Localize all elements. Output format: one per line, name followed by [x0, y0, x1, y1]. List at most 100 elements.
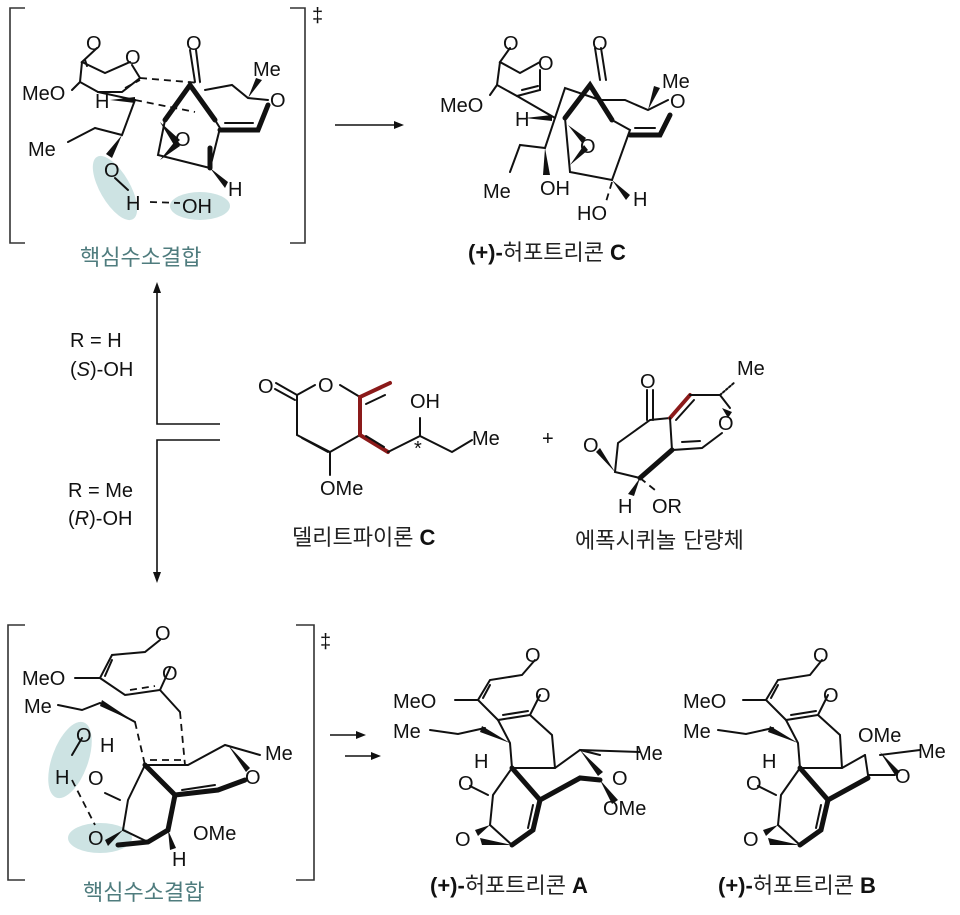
partial-bond	[129, 685, 156, 691]
bond	[115, 792, 178, 848]
atom-label: O	[583, 435, 599, 457]
atom-label: O	[162, 663, 178, 685]
arrow-up	[156, 290, 220, 425]
bond	[489, 824, 513, 846]
atom-label: O	[746, 773, 762, 795]
atom-label: OMe	[193, 823, 236, 845]
atom-label: O	[580, 136, 596, 158]
condition-r-me: R = Me	[68, 480, 133, 502]
atom-label: MeO	[683, 691, 726, 713]
bond	[217, 102, 271, 133]
bond	[204, 83, 269, 101]
epoxyquinol-monomer: Me O O O H OR 에폭시퀴놀 단량체	[575, 358, 765, 554]
wedge-bond	[612, 180, 630, 200]
bond	[564, 117, 632, 182]
bond	[296, 394, 361, 454]
bond	[144, 743, 261, 766]
arrows-to-products-ab	[330, 731, 381, 760]
bond	[365, 435, 385, 448]
atom-label: MeO	[440, 95, 483, 117]
wedge-bond	[228, 745, 250, 772]
stereocenter-star: *	[414, 438, 422, 460]
bond	[489, 84, 498, 96]
atom-label: OH	[182, 196, 212, 218]
atom-label: H	[100, 735, 114, 757]
hydrogen-bond	[149, 201, 181, 204]
bond	[142, 762, 248, 798]
atom-label: O	[718, 413, 734, 435]
bond	[162, 80, 218, 123]
bond	[613, 419, 651, 479]
dagger-symbol: ‡	[312, 5, 323, 27]
atom-label: OH	[540, 178, 570, 200]
bracket-right	[290, 7, 306, 244]
bond	[797, 765, 871, 804]
bond	[529, 714, 556, 769]
atom-label: O	[125, 47, 141, 69]
atom-label: OR	[652, 496, 682, 518]
bond	[181, 784, 216, 791]
bond	[189, 49, 196, 83]
atom-label: O	[76, 725, 92, 747]
hbond-label: 핵심수소결합	[80, 246, 201, 271]
bond	[84, 59, 88, 67]
bond	[637, 447, 675, 481]
forming-bond	[134, 721, 146, 766]
wedge-bond	[722, 408, 732, 418]
atom-label: H	[55, 767, 69, 789]
arrow-to-product-c	[335, 121, 404, 129]
bond	[627, 112, 673, 138]
condition-r-h: R = H	[70, 330, 122, 352]
atom-label: O	[186, 33, 202, 55]
atom-label: HO	[577, 203, 607, 225]
wedge-bond	[596, 448, 615, 472]
arrow-down	[156, 439, 220, 575]
bond	[114, 177, 129, 191]
bond	[509, 765, 603, 804]
diene-highlight	[358, 381, 392, 399]
hydrogen-bond	[71, 779, 96, 826]
bond	[521, 85, 539, 91]
wedge-bond	[475, 825, 490, 836]
wedge-bond	[480, 838, 512, 845]
condition-r-oh: (R)-OH	[68, 508, 132, 530]
bond	[579, 749, 641, 753]
arrowhead-down	[153, 572, 161, 583]
wedge-bond	[525, 115, 552, 121]
bond	[770, 684, 779, 699]
bond	[497, 719, 601, 769]
wedge-bond	[480, 726, 510, 743]
atom-label: O	[743, 829, 759, 851]
wedge-bond	[106, 135, 122, 158]
hbond-label: 핵심수소결합	[83, 881, 204, 906]
wedge-bond	[880, 752, 900, 775]
bond	[527, 804, 534, 829]
bond	[387, 434, 473, 454]
atom-label: H	[95, 91, 109, 113]
atom-label: O	[458, 773, 474, 795]
bond	[562, 80, 615, 123]
bond	[489, 767, 513, 826]
atom-label: H	[762, 751, 776, 773]
atom-label: Me	[683, 721, 711, 743]
atom-label: O	[318, 375, 334, 397]
condition-s-oh: (S)-OH	[70, 359, 133, 381]
bond	[502, 710, 529, 716]
atom-label: Me	[662, 71, 690, 93]
atom-label: O	[670, 91, 686, 113]
wedge-bond	[768, 726, 798, 743]
wedge-bond	[568, 125, 586, 143]
atom-label: O	[503, 33, 519, 55]
bond	[495, 61, 541, 98]
bond	[104, 792, 121, 801]
bond	[339, 384, 361, 398]
wedge-bond	[763, 825, 778, 836]
wedge-bond	[580, 750, 603, 776]
atom-label: O	[640, 371, 656, 393]
atom-label: Me	[483, 181, 511, 203]
atom-label: O	[455, 829, 471, 851]
bond	[429, 727, 486, 736]
